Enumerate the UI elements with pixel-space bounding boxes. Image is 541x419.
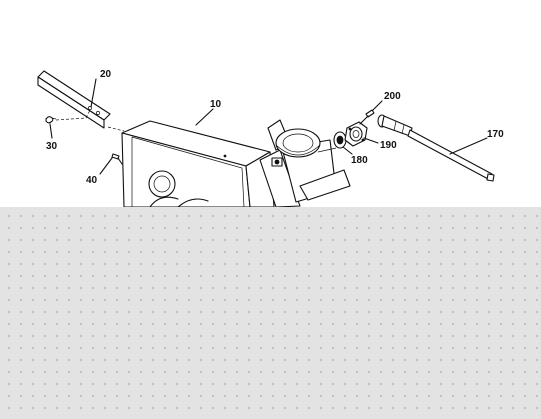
part-190-flange — [344, 121, 379, 147]
callout-20: 20 — [100, 69, 112, 80]
callout-200: 200 — [384, 91, 401, 102]
image-placeholder-area — [0, 207, 541, 419]
part-170-shaft — [377, 114, 495, 182]
exploded-parts-diagram: 20 30 40 10 200 170 180 190 — [37, 69, 504, 207]
part-180-bearing — [333, 131, 353, 155]
part-30-clip — [45, 109, 91, 139]
part-200-screw — [359, 100, 383, 125]
callout-180: 180 — [351, 155, 368, 166]
callout-170: 170 — [487, 129, 504, 140]
part-20-bracket — [37, 70, 111, 129]
part-40-bolt — [99, 126, 125, 175]
callout-190: 190 — [380, 140, 397, 151]
callout-10: 10 — [210, 99, 222, 110]
discharge-chute-assembly — [259, 119, 351, 207]
callout-30: 30 — [46, 141, 58, 152]
part-10-housing — [121, 108, 275, 207]
callout-40: 40 — [86, 175, 98, 186]
